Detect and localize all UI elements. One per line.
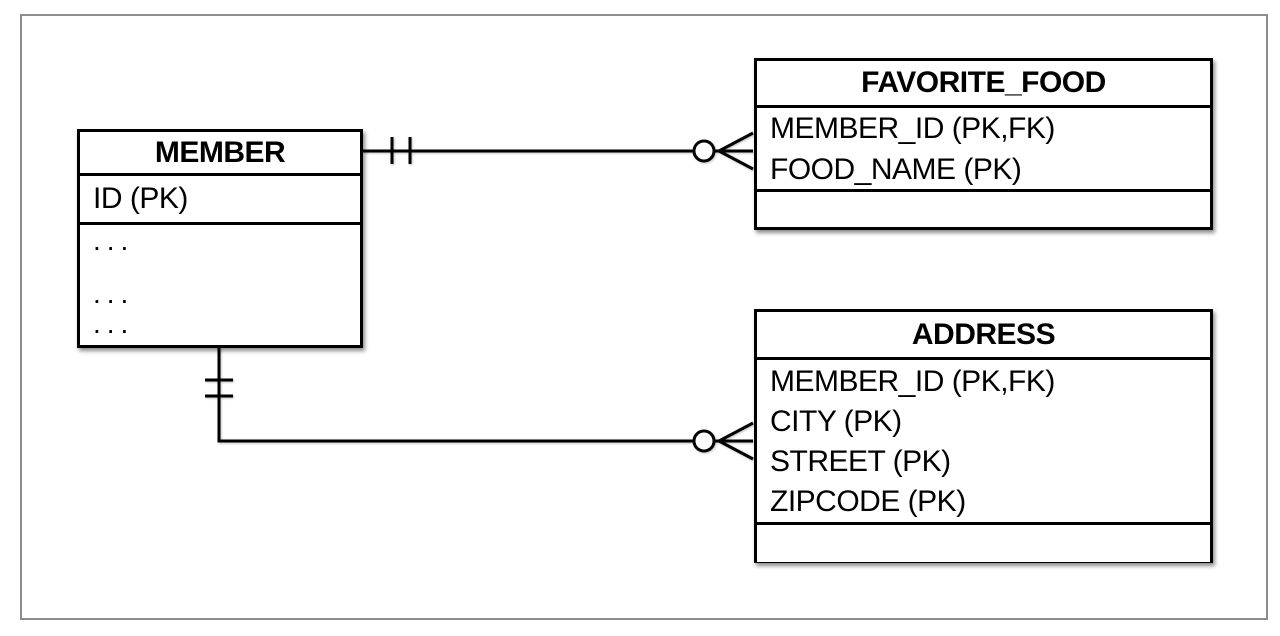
entity-address-title: ADDRESS	[757, 312, 1210, 360]
entity-member-title: MEMBER	[80, 132, 360, 176]
attribute-row: MEMBER_ID (PK,FK)	[770, 365, 1055, 398]
attribute-row: FOOD_NAME (PK)	[770, 153, 1022, 186]
entity-favorite-food: FAVORITE_FOOD MEMBER_ID (PK,FK) FOOD_NAM…	[754, 58, 1213, 230]
placeholder-row: ...	[93, 278, 135, 309]
entity-favorite-food-attributes: MEMBER_ID (PK,FK) FOOD_NAME (PK)	[757, 108, 1210, 192]
entity-member: MEMBER ID (PK) ... ... ...	[77, 129, 363, 348]
placeholder-row: ...	[93, 308, 135, 339]
entity-favorite-food-title: FAVORITE_FOOD	[757, 61, 1210, 108]
entity-favorite-food-empty-band	[757, 192, 1210, 227]
attribute-row: CITY (PK)	[770, 405, 902, 438]
entity-address: ADDRESS MEMBER_ID (PK,FK) CITY (PK) STRE…	[754, 309, 1213, 563]
entity-member-attr-id: ID (PK)	[80, 176, 360, 225]
attribute-row: MEMBER_ID (PK,FK)	[770, 112, 1055, 145]
entity-member-placeholder-section: ... ... ...	[80, 225, 360, 339]
attribute-row: ZIPCODE (PK)	[770, 485, 966, 518]
entity-address-attributes: MEMBER_ID (PK,FK) CITY (PK) STREET (PK) …	[757, 360, 1210, 525]
attribute-row: STREET (PK)	[770, 445, 951, 478]
entity-address-empty-band	[757, 525, 1210, 562]
placeholder-row: ...	[93, 225, 135, 256]
